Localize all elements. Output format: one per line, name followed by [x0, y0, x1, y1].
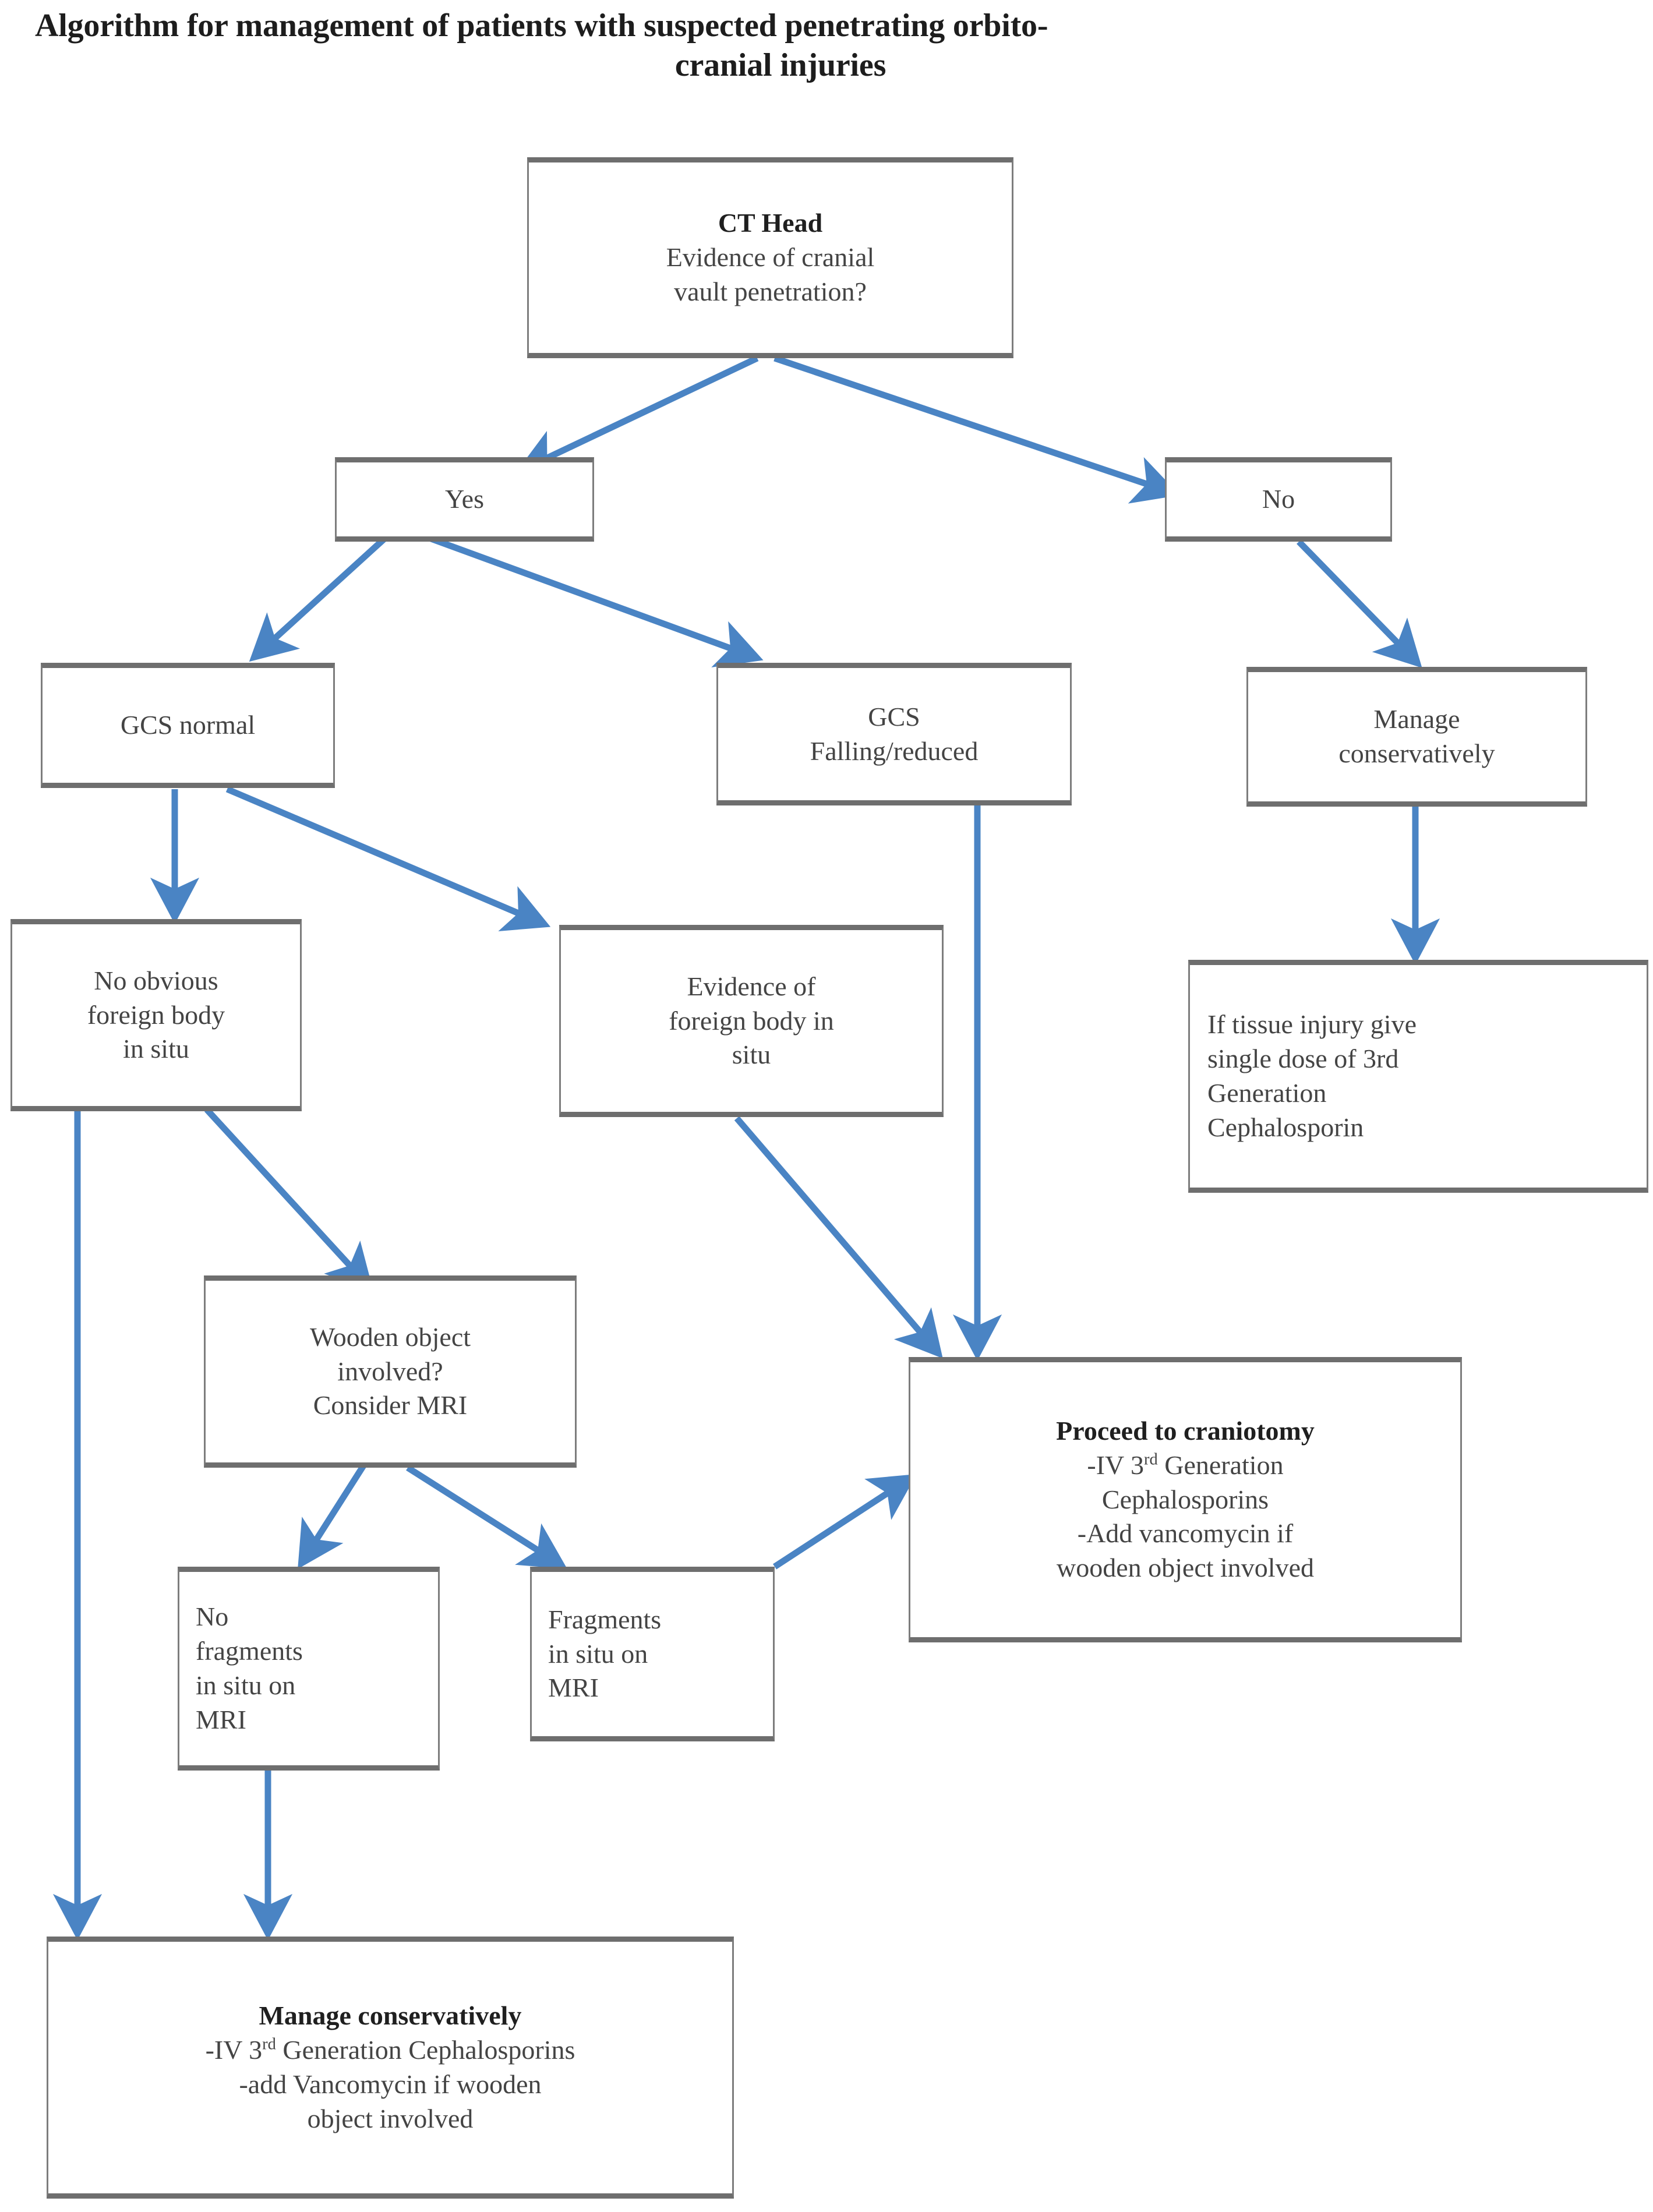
- node-manage-conservatively-right-line-2: conservatively: [1338, 738, 1495, 768]
- page-title: Algorithm for management of patients wit…: [35, 6, 1526, 86]
- node-no-obvious-fb-line-3: in situ: [123, 1034, 189, 1064]
- node-no-obvious-fb-line-2: foreign body: [87, 999, 225, 1030]
- node-ct-head[interactable]: CT Head Evidence of cranial vault penetr…: [527, 157, 1013, 358]
- edge-fragments-to-craniotomy: [772, 1474, 917, 1570]
- node-fragments-line-3: MRI: [548, 1673, 599, 1703]
- node-evidence-fb-line-2: foreign body in: [669, 1005, 834, 1036]
- node-gcs-normal[interactable]: GCS normal: [41, 663, 335, 788]
- edge-ct-head-to-no: [773, 355, 1180, 504]
- node-no-fragments-line-4: MRI: [196, 1704, 246, 1734]
- edge-no-to-manage-conservatively: [1297, 539, 1422, 668]
- node-craniotomy-line-2: Cephalosporins: [1101, 1484, 1269, 1514]
- node-no-obvious-fb-line-1: No obvious: [94, 965, 218, 995]
- node-fragments[interactable]: Fragments in situ on MRI: [530, 1567, 775, 1741]
- node-wooden-object-line-2: involved?: [337, 1356, 443, 1386]
- node-manage-bottom-line-2: -add Vancomycin if wooden: [239, 2069, 542, 2099]
- node-no[interactable]: No: [1165, 457, 1392, 542]
- node-manage-conservatively-right[interactable]: Manage conservatively: [1246, 667, 1587, 807]
- edge-gcs-normal-to-evidence-fb: [225, 786, 551, 931]
- node-no-fragments-line-1: No: [196, 1602, 229, 1632]
- node-gcs-falling-line-2: Falling/reduced: [810, 736, 979, 766]
- node-gcs-normal-label: GCS normal: [120, 710, 256, 740]
- node-craniotomy-line-1: -IV 3rd Generation: [1087, 1450, 1284, 1480]
- node-fragments-line-1: Fragments: [548, 1604, 662, 1634]
- node-manage-conservatively-right-line-1: Manage: [1373, 704, 1460, 734]
- node-gcs-falling[interactable]: GCS Falling/reduced: [716, 663, 1072, 805]
- node-no-obvious-foreign-body[interactable]: No obvious foreign body in situ: [10, 919, 302, 1111]
- node-no-fragments[interactable]: No fragments in situ on MRI: [178, 1567, 440, 1771]
- node-tissue-injury-line-2: single dose of 3rd: [1207, 1044, 1399, 1074]
- node-no-label: No: [1262, 484, 1295, 514]
- node-wooden-object-line-3: Consider MRI: [313, 1390, 468, 1421]
- page-title-line-2: cranial injuries: [674, 47, 886, 84]
- edge-ct-head-to-yes: [515, 355, 759, 475]
- node-craniotomy-line-4: wooden object involved: [1056, 1553, 1314, 1583]
- node-yes-label: Yes: [445, 484, 484, 514]
- node-gcs-falling-line-1: GCS: [868, 701, 920, 732]
- node-tissue-injury-line-3: Generation: [1207, 1078, 1327, 1108]
- node-fragments-line-2: in situ on: [548, 1638, 648, 1669]
- node-tissue-injury-line-1: If tissue injury give: [1207, 1009, 1417, 1040]
- page-title-line-1: Algorithm for management of patients wit…: [35, 8, 1048, 44]
- edge-yes-to-gcs-normal: [249, 536, 387, 662]
- node-ct-head-line-2: vault penetration?: [674, 276, 867, 306]
- node-craniotomy-line-3: -Add vancomycin if: [1077, 1518, 1294, 1549]
- edge-evidence-fb-to-craniotomy: [734, 1116, 943, 1359]
- node-evidence-foreign-body[interactable]: Evidence of foreign body in situ: [559, 925, 944, 1117]
- superscript-rd: rd: [1143, 1450, 1158, 1469]
- node-no-fragments-line-2: fragments: [196, 1636, 303, 1666]
- edge-wooden-object-to-fragments: [406, 1465, 567, 1569]
- node-wooden-object-line-1: Wooden object: [309, 1321, 471, 1352]
- node-yes[interactable]: Yes: [335, 457, 594, 542]
- node-no-fragments-line-3: in situ on: [196, 1670, 296, 1700]
- node-proceed-to-craniotomy[interactable]: Proceed to craniotomy -IV 3rd Generation…: [909, 1357, 1462, 1642]
- edge-no-obvious-fb-to-wooden-object: [204, 1107, 374, 1292]
- node-tissue-injury-line-4: Cephalosporin: [1207, 1112, 1364, 1142]
- node-ct-head-heading: CT Head: [718, 208, 823, 238]
- node-wooden-object[interactable]: Wooden object involved? Consider MRI: [204, 1275, 577, 1468]
- node-manage-bottom-heading: Manage conservatively: [259, 2001, 522, 2031]
- edge-yes-to-gcs-falling: [430, 535, 764, 667]
- node-evidence-fb-line-3: situ: [732, 1040, 771, 1070]
- node-ct-head-line-1: Evidence of cranial: [666, 242, 875, 273]
- node-manage-bottom-line-1: -IV 3rd Generation Cephalosporins: [205, 2035, 575, 2065]
- node-craniotomy-heading: Proceed to craniotomy: [1056, 1415, 1315, 1446]
- node-tissue-injury[interactable]: If tissue injury give single dose of 3rd…: [1188, 960, 1648, 1193]
- superscript-rd: rd: [262, 2035, 276, 2054]
- edge-wooden-object-to-no-fragments: [298, 1463, 367, 1569]
- node-manage-conservatively-bottom[interactable]: Manage conservatively -IV 3rd Generation…: [47, 1937, 734, 2199]
- node-evidence-fb-line-1: Evidence of: [687, 971, 816, 1001]
- node-manage-bottom-line-3: object involved: [307, 2103, 474, 2133]
